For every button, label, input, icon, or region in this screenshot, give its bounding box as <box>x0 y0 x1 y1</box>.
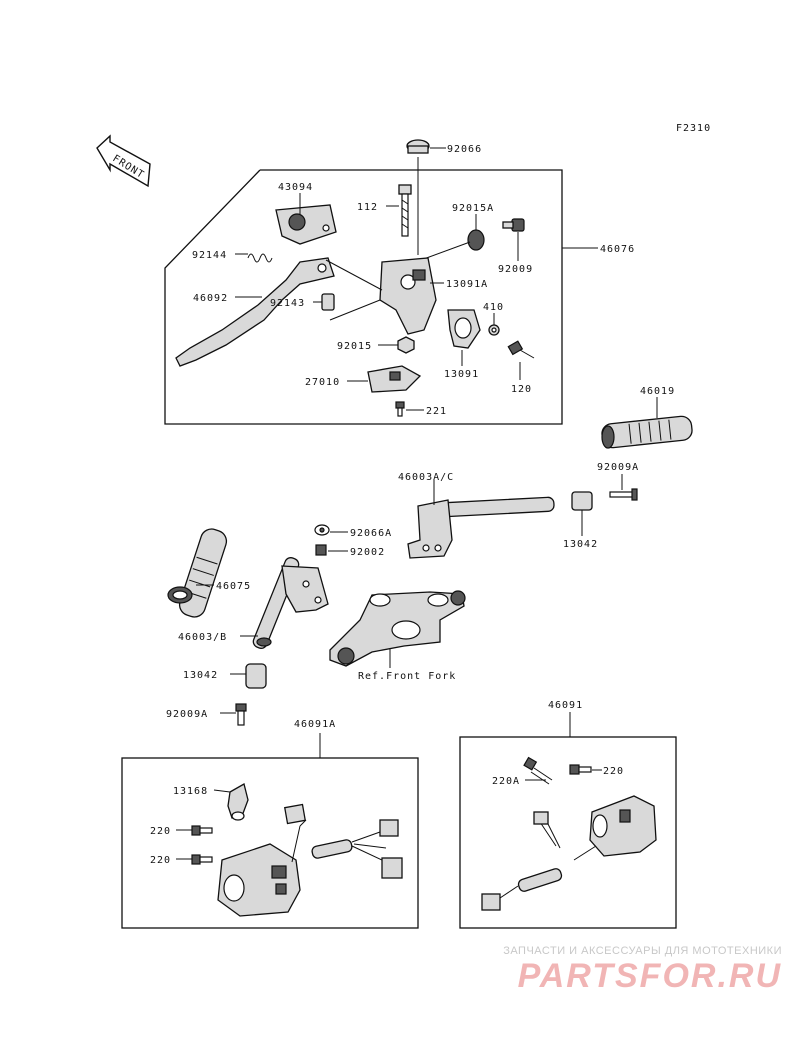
screw-92009 <box>502 218 525 232</box>
grip-46075 <box>167 528 228 618</box>
label-43094: 43094 <box>278 182 313 193</box>
lever-13168 <box>227 783 249 821</box>
label-13042-left: 13042 <box>183 670 218 681</box>
assembly-box-46091 <box>459 736 677 929</box>
switch-housing-left <box>217 843 301 917</box>
spring-92144 <box>247 253 273 263</box>
label-13091A: 13091A <box>446 279 488 290</box>
fork-bracket <box>329 590 466 667</box>
label-112: 112 <box>357 202 378 213</box>
label-92009A-right: 92009A <box>597 462 639 473</box>
washer-410 <box>488 324 500 336</box>
watermark: ЗАПЧАСТИ И АКСЕССУАРЫ ДЛЯ МОТОТЕХНИКИ PA… <box>503 945 782 995</box>
knob-92015A <box>467 229 485 251</box>
clutch-lever-assembly <box>164 139 598 425</box>
switch-27010 <box>367 365 422 393</box>
cap-92066A <box>314 524 330 536</box>
weight-13042-left <box>245 663 267 689</box>
label-27010: 27010 <box>305 377 340 388</box>
switch-housing-right <box>589 795 657 857</box>
label-92143: 92143 <box>270 298 305 309</box>
label-92066: 92066 <box>447 144 482 155</box>
label-13091: 13091 <box>444 369 479 380</box>
assembly-box-46091A <box>121 757 419 929</box>
label-46091: 46091 <box>548 700 583 711</box>
part-labels: 92066 43094 112 92015A 46076 92144 92009… <box>150 144 675 866</box>
right-switch-assembly <box>459 712 677 929</box>
label-13168: 13168 <box>173 786 208 797</box>
watermark-caption: ЗАПЧАСТИ И АКСЕССУАРЫ ДЛЯ МОТОТЕХНИКИ <box>503 945 782 957</box>
label-46075: 46075 <box>216 581 251 592</box>
label-220A: 220A <box>492 776 520 787</box>
screw-220-upper <box>191 825 213 836</box>
label-220-right: 220 <box>603 766 624 777</box>
clamp-13091 <box>447 309 481 349</box>
label-410: 410 <box>483 302 504 313</box>
bracket-13091A <box>379 257 437 335</box>
grip-46019 <box>601 415 693 449</box>
label-92009A-left: 92009A <box>166 709 208 720</box>
reference-label: Ref.Front Fork <box>358 671 456 682</box>
switch-43094 <box>275 204 337 245</box>
label-220-lower: 220 <box>150 855 171 866</box>
left-switch-assembly <box>121 733 419 929</box>
collar-92143 <box>321 293 335 311</box>
bolt-120 <box>507 340 535 359</box>
bolt-92002 <box>315 544 327 556</box>
front-arrow-icon: FRONT <box>96 134 151 188</box>
label-120: 120 <box>511 384 532 395</box>
label-92144: 92144 <box>192 250 227 261</box>
screw-220A <box>523 756 553 785</box>
label-13042-right: 13042 <box>563 539 598 550</box>
label-46076: 46076 <box>600 244 635 255</box>
label-46091A: 46091A <box>294 719 336 730</box>
diagram-code: F2310 <box>676 123 711 134</box>
nut-92015 <box>397 336 415 354</box>
handlebar-46003AC <box>407 496 555 559</box>
watermark-logo: PARTSFOR.RU <box>517 957 782 995</box>
screw-220-right <box>569 764 592 775</box>
label-92066A: 92066A <box>350 528 392 539</box>
bolt-112 <box>398 184 412 237</box>
label-92009: 92009 <box>498 264 533 275</box>
lever-46092 <box>175 257 335 367</box>
handlebar-46003B <box>252 557 329 649</box>
screw-221 <box>395 401 405 417</box>
screw-92009A-left <box>235 703 247 726</box>
label-46019: 46019 <box>640 386 675 397</box>
assembly-box-46076 <box>164 169 563 425</box>
label-221: 221 <box>426 406 447 417</box>
label-46092: 46092 <box>193 293 228 304</box>
label-220-upper: 220 <box>150 826 171 837</box>
cap-92066 <box>406 139 430 154</box>
screw-220-lower <box>191 854 213 865</box>
label-92002: 92002 <box>350 547 385 558</box>
label-92015A: 92015A <box>452 203 494 214</box>
screw-92009A-right <box>609 488 638 501</box>
label-92015: 92015 <box>337 341 372 352</box>
label-46003AC: 46003A/C <box>398 472 454 483</box>
label-46003B: 46003/B <box>178 632 227 643</box>
weight-13042-right <box>571 491 593 511</box>
